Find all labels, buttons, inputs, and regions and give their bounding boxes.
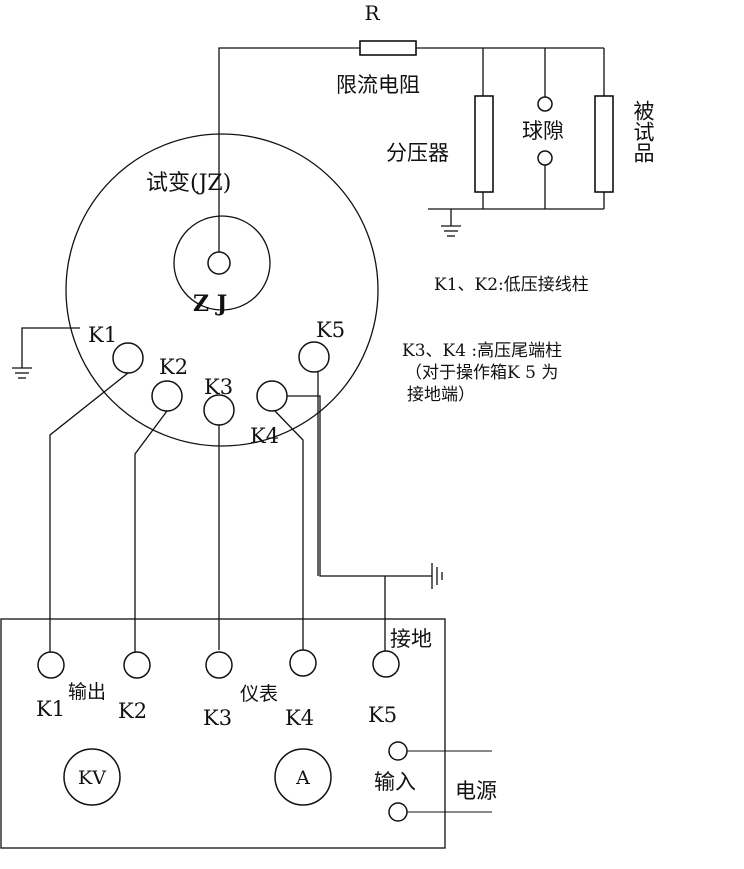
kilovoltmeter	[63, 748, 121, 806]
box-terminal-k1	[37, 651, 65, 679]
transformer-terminal-k5	[298, 341, 330, 373]
core-label: Z J	[193, 291, 227, 317]
box-terminal-k2	[123, 651, 151, 679]
transformer-k5-label: K5	[316, 318, 345, 342]
transformer-core	[173, 215, 271, 311]
box-k4-label: K4	[285, 706, 314, 730]
resistor-label: 限流电阻	[336, 73, 420, 97]
box-k3-label: K3	[203, 706, 232, 730]
box-terminal-k4	[289, 649, 317, 677]
kv-meter-label: KV	[78, 767, 106, 789]
sphere-gap-lower	[537, 150, 553, 166]
box-k2-label: K2	[118, 699, 147, 723]
operation-box	[0, 618, 446, 849]
sphere-gap-label: 球隙	[522, 119, 564, 143]
box-k1-label: K1	[36, 697, 65, 721]
transformer-terminal-k3	[203, 394, 235, 426]
transformer-terminal-k4	[256, 380, 288, 412]
input-label: 输入	[374, 770, 416, 794]
ground-icon	[12, 327, 80, 379]
note-ground-end: 接地端）	[407, 385, 475, 405]
ground-icon	[431, 563, 443, 589]
wire-k1	[49, 372, 129, 652]
transformer-k3-label: K3	[204, 375, 233, 399]
voltage-divider	[474, 95, 494, 193]
transformer-k4-label: K4	[250, 424, 279, 448]
transformer-k1-label: K1	[88, 323, 117, 347]
resistor-symbol: R	[364, 1, 380, 25]
ammeter	[274, 748, 332, 806]
hv-output-terminal	[207, 251, 231, 275]
test-transformer	[65, 133, 379, 447]
box-k5-label: K5	[368, 703, 397, 727]
meter-label: 仪表	[240, 683, 278, 705]
transformer-title: 试变(JZ)	[146, 171, 231, 196]
wire-k2	[134, 410, 168, 652]
output-label: 输出	[68, 681, 106, 703]
note-low-voltage-terminals: K1、K2:低压接线柱	[434, 275, 589, 295]
power-label: 电源	[455, 779, 497, 803]
wire-k4-tap	[274, 410, 304, 650]
hv-lead	[218, 47, 360, 265]
ground-label: 接地	[390, 627, 432, 651]
transformer-terminal-k1	[112, 342, 144, 374]
sphere-gap-upper	[537, 96, 553, 112]
divider-label: 分压器	[386, 141, 449, 165]
ammeter-label: A	[295, 767, 310, 789]
test-item-label: 被试品	[631, 100, 655, 163]
ground-icon	[441, 209, 461, 237]
input-terminal-upper	[388, 741, 408, 761]
test-item	[594, 95, 614, 193]
input-terminal-lower	[388, 802, 408, 822]
box-terminal-k5	[372, 650, 400, 678]
transformer-k2-label: K2	[159, 355, 188, 379]
box-terminal-k3	[205, 651, 233, 679]
transformer-terminal-k2	[151, 380, 183, 412]
wire-k4	[287, 395, 432, 577]
current-limiting-resistor	[359, 40, 417, 56]
note-k5-line: （对于操作箱K 5 为	[405, 363, 558, 383]
note-hv-tail-terminals: K3、K4 :高压尾端柱	[402, 341, 562, 361]
